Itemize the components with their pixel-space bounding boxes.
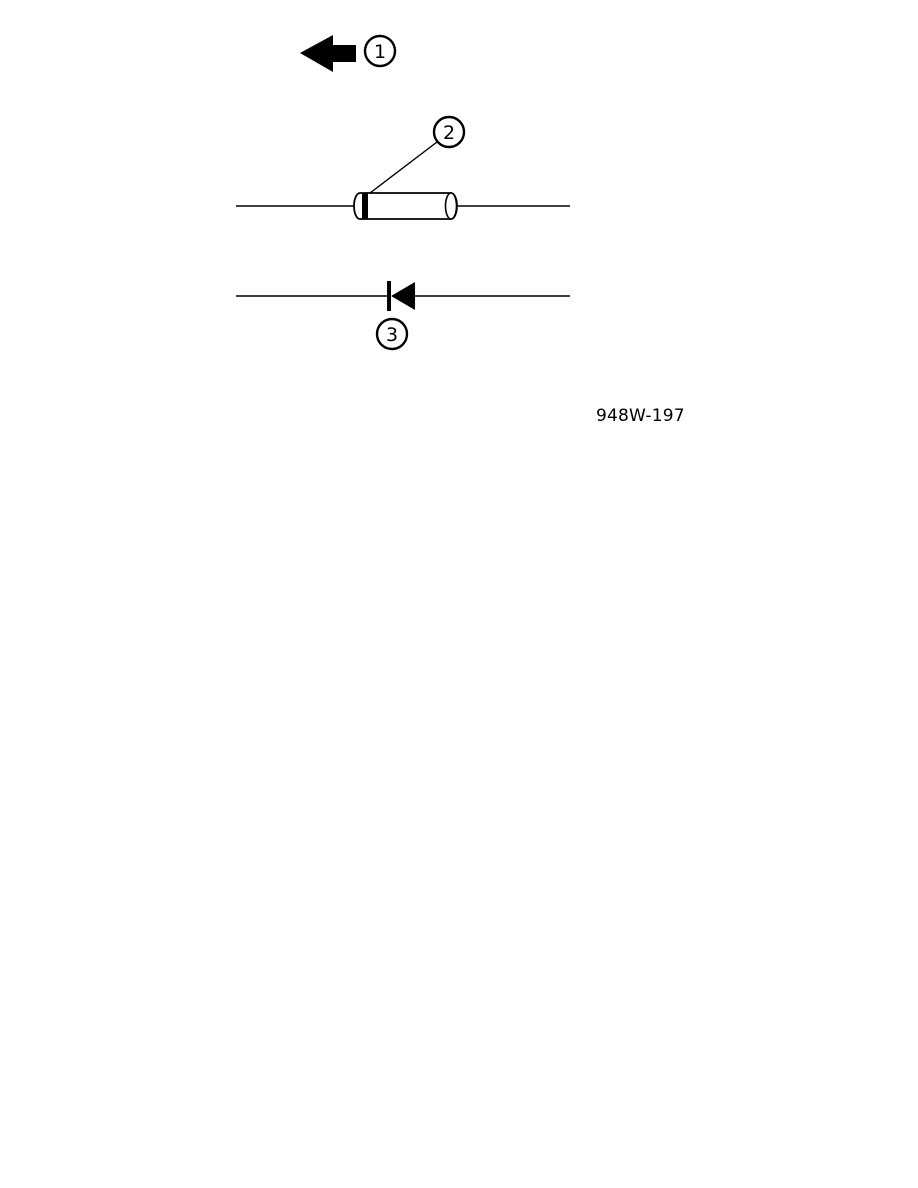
figure-id: 948W-197 bbox=[596, 406, 685, 426]
callout-2-circle bbox=[432, 115, 466, 149]
callout-3: 3 bbox=[375, 317, 409, 351]
cathode-band bbox=[362, 193, 368, 219]
diode-end-cap bbox=[444, 192, 458, 220]
diode-symbol-icon bbox=[236, 281, 570, 311]
arrow-left-icon bbox=[300, 35, 356, 72]
anode-triangle bbox=[391, 282, 415, 310]
callout-2-leader bbox=[369, 141, 438, 194]
callout-1: 1 bbox=[363, 34, 397, 68]
callout-2-number: 2 bbox=[443, 122, 455, 144]
callout-2: 2 bbox=[369, 115, 466, 194]
diode-body bbox=[353, 192, 458, 220]
diode-component-icon bbox=[236, 192, 570, 220]
callout-1-circle bbox=[363, 34, 397, 68]
callout-3-number: 3 bbox=[386, 324, 398, 346]
cathode-bar bbox=[387, 281, 391, 311]
direction-arrow bbox=[300, 35, 356, 72]
callout-3-circle bbox=[375, 317, 409, 351]
callout-1-number: 1 bbox=[374, 41, 386, 63]
